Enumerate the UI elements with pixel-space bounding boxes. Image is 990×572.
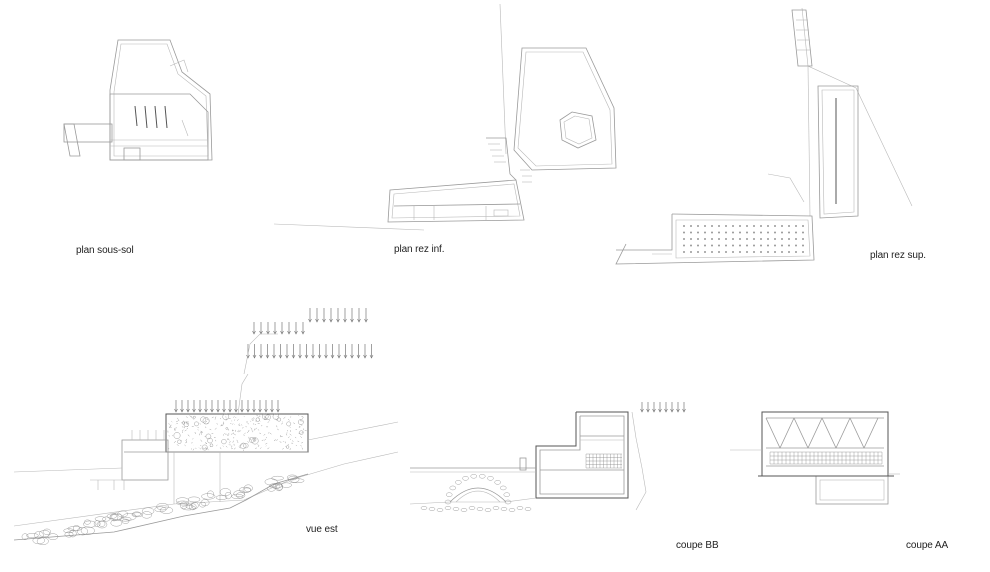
coupe-bb-caption: coupe BB [676,540,719,551]
facade-texture [167,413,307,452]
vegetation-symbols [640,402,686,413]
plan-rez-sup-caption: plan rez sup. [870,250,926,261]
section-wall-pattern [769,451,883,465]
vegetation-symbols [174,308,374,413]
plan-sous-sol-drawing [60,36,220,166]
plan-rez-sup-drawing [612,6,922,268]
coupe-aa-drawing [730,408,900,520]
vue-est-drawing [13,304,404,554]
planting-grid [683,225,804,253]
rock-arch [420,474,532,512]
plan-rez-inf-caption: plan rez inf. [394,244,445,255]
coupe-bb-drawing [409,398,690,522]
plan-rez-inf-drawing [273,3,624,236]
vue-est-caption: vue est [306,524,338,535]
coupe-aa-caption: coupe AA [906,540,949,551]
section-wall-pattern [585,453,622,469]
plan-sous-sol-caption: plan sous-sol [76,245,134,256]
rock-slope [21,474,305,545]
